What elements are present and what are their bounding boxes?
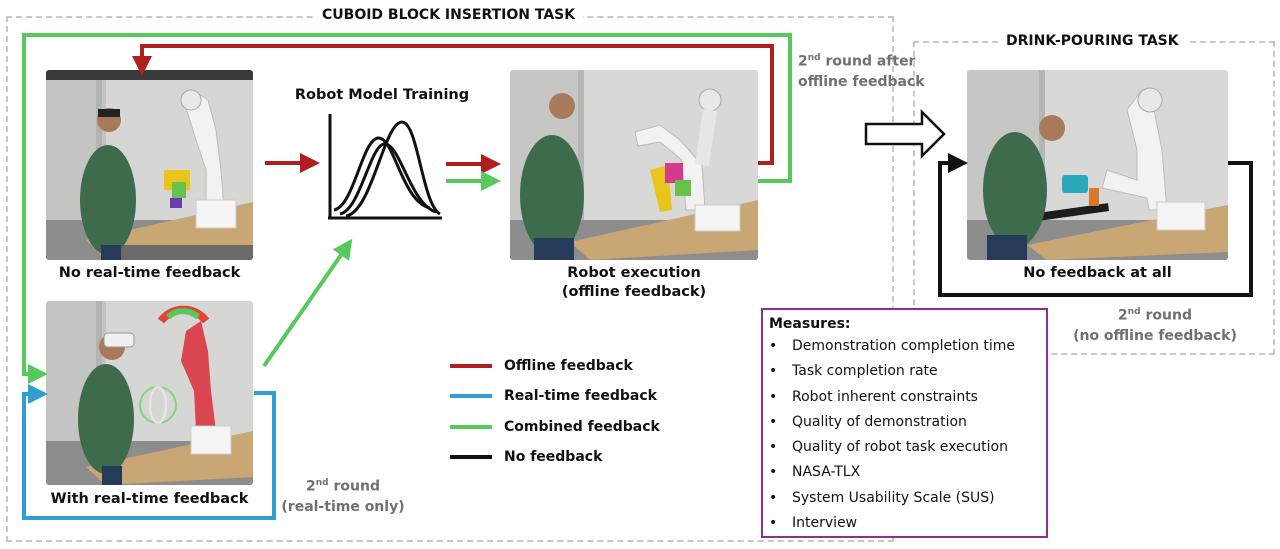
legend-item-realtime: Real-time feedback: [450, 385, 657, 407]
measure-item: • Robot inherent constraints: [769, 385, 1046, 410]
round-number: 2: [798, 53, 808, 70]
robot-model-training-title: Robot Model Training: [294, 87, 470, 103]
block-arrow-icon: [864, 108, 946, 160]
robot-execution-caption: Robot execution (offline feedback): [510, 264, 758, 302]
bullet-icon: •: [769, 413, 778, 430]
no-realtime-feedback-photo: [46, 70, 253, 260]
offline-loop: [132, 44, 774, 165]
round-text: round: [328, 478, 380, 495]
measure-item: • Quality of demonstration: [769, 410, 1046, 435]
measure-text: Robot inherent constraints: [792, 388, 978, 405]
legend-item-none: No feedback: [450, 446, 602, 468]
bullet-icon: •: [769, 464, 778, 481]
measure-text: Quality of robot task execution: [792, 439, 1008, 456]
legend-label-none: No feedback: [504, 449, 603, 465]
round-desc: (no offline feedback): [1073, 327, 1237, 344]
robot-execution-caption-line1: Robot execution: [567, 265, 701, 281]
legend-label-realtime: Real-time feedback: [504, 388, 657, 404]
round-suffix: nd: [807, 53, 821, 63]
bullet-icon: •: [769, 489, 778, 506]
legend-item-offline: Offline feedback: [450, 355, 633, 377]
round-number: 2: [1118, 307, 1128, 324]
measure-item: • System Usability Scale (SUS): [769, 486, 1046, 511]
robot-execution-photo: [510, 70, 758, 260]
legend-label-combined: Combined feedback: [504, 419, 660, 435]
legend-swatch-offline: [450, 364, 492, 368]
measures-box: Measures: • Demonstration completion time…: [761, 308, 1048, 538]
with-realtime-feedback-caption: With real-time feedback: [50, 491, 249, 507]
second-round-after-offline-label: 2nd round after offline feedback: [798, 48, 925, 92]
measure-item: • Quality of robot task execution: [769, 435, 1046, 460]
legend-swatch-realtime: [450, 394, 492, 398]
measure-text: System Usability Scale (SUS): [792, 489, 995, 506]
measure-item: • Task completion rate: [769, 359, 1046, 384]
round-number: 2: [306, 478, 316, 495]
round-desc: (real-time only): [281, 498, 405, 515]
round-suffix: nd: [315, 478, 329, 488]
measure-text: Quality of demonstration: [792, 413, 967, 430]
no-feedback-photo: [967, 70, 1228, 260]
round-text: round: [1140, 307, 1192, 324]
measure-text: Interview: [792, 515, 858, 532]
bell-curves-icon: [328, 114, 442, 220]
no-realtime-feedback-caption: No real-time feedback: [58, 265, 241, 281]
realtime-loop: [22, 384, 276, 520]
bullet-icon: •: [769, 439, 778, 456]
measure-item: • Interview: [769, 511, 1046, 536]
cuboid-task-title: CUBOID BLOCK INSERTION TASK: [314, 7, 584, 23]
measures-title: Measures:: [769, 316, 851, 332]
measures-list: • Demonstration completion time • Task com…: [763, 334, 1046, 536]
legend-swatch-none: [450, 455, 492, 459]
measure-text: NASA-TLX: [792, 464, 861, 481]
no-feedback-loop: [938, 153, 1253, 297]
with-realtime-feedback-photo: [46, 301, 253, 485]
robot-execution-caption-line2: (offline feedback): [561, 284, 707, 300]
legend-label-offline: Offline feedback: [504, 358, 633, 374]
measure-item: • Demonstration completion time: [769, 334, 1046, 359]
no-feedback-caption: No feedback at all: [1023, 265, 1172, 281]
legend-swatch-combined: [450, 425, 492, 429]
round-suffix: nd: [1127, 307, 1141, 317]
round-text: round after: [820, 53, 916, 70]
drink-task-title: DRINK-POURING TASK: [998, 33, 1187, 49]
measure-item: • NASA-TLX: [769, 460, 1046, 485]
round-desc: offline feedback: [798, 73, 925, 90]
second-round-realtime-label: 2nd round (real-time only): [280, 473, 406, 517]
bullet-icon: •: [769, 388, 778, 405]
combined-loop: [22, 33, 792, 384]
measure-text: Demonstration completion time: [792, 338, 1016, 354]
bullet-icon: •: [769, 363, 778, 380]
bullet-icon: •: [769, 338, 778, 354]
bullet-icon: •: [769, 515, 778, 532]
combined-arrow-diagonal: [262, 238, 353, 368]
measure-text: Task completion rate: [792, 363, 938, 380]
legend-item-combined: Combined feedback: [450, 416, 660, 438]
second-round-no-offline-label: 2nd round (no offline feedback): [1070, 302, 1240, 346]
